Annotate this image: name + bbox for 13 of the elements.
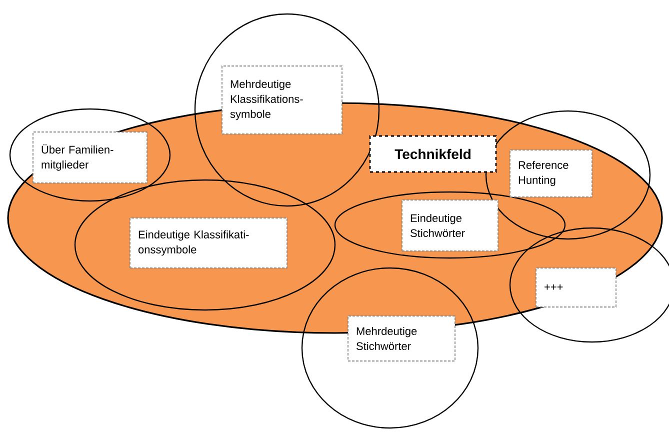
label-box: +++ — [536, 268, 616, 308]
label-box: Eindeutige Klassifikati-onssymbole — [130, 218, 288, 268]
ellipse-outline — [74, 179, 336, 311]
label-box: Reference Hunting — [510, 150, 592, 198]
title-box: Technikfeld — [369, 135, 497, 173]
ellipse-outline — [194, 13, 380, 207]
label-box: Eindeutige Stichwörter — [402, 200, 498, 252]
label-box: Mehrdeutige Stichwörter — [348, 316, 456, 362]
ellipse-outline — [334, 191, 566, 259]
ellipse-outline — [301, 267, 479, 429]
ellipse-outline — [509, 227, 669, 343]
label-box: Über Familien-mitglieder — [32, 132, 148, 184]
label-box: Mehrdeutige Klassifikations-symbole — [222, 66, 342, 134]
